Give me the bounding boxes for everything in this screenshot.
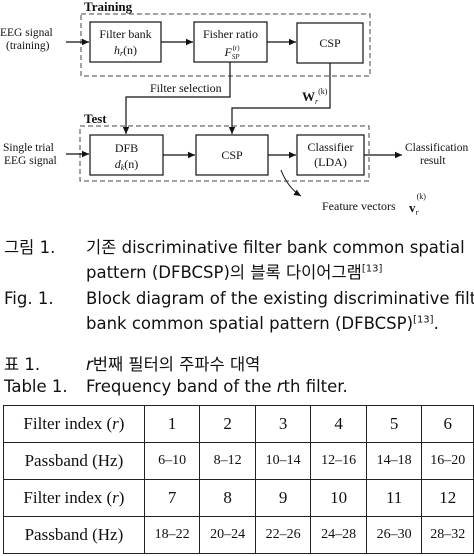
figure-caption-english-prefix: Fig. 1. [4, 289, 54, 308]
training-input-label: EEG signal [0, 27, 53, 39]
filter-index-cell: 9 [254, 479, 312, 517]
filter-selection-label: Filter selection [150, 81, 222, 95]
table-row: Passband (Hz) 6–10 8–12 10–14 12–16 14–1… [3, 442, 474, 480]
figure-caption-korean-line1: 기존 discriminative filter bank common spa… [86, 238, 465, 257]
fisher-ratio-symbol: FSP(r) [223, 44, 240, 61]
classifier-sublabel: (LDA) [314, 155, 347, 169]
dfb-label: DFB [115, 141, 138, 155]
row-label-filter-index: Filter index (r) [3, 479, 145, 517]
training-group-label: Training [84, 0, 133, 14]
feature-vectors-label: Feature vectors [322, 199, 396, 213]
passband-cell: 20–24 [199, 516, 256, 554]
row-label-passband: Passband (Hz) [3, 516, 145, 554]
passband-cell: 22–26 [254, 516, 312, 554]
output-label: Classification [405, 142, 468, 154]
figure-caption-korean-prefix: 그림 1. [4, 238, 56, 257]
filter-index-cell: 2 [199, 405, 256, 443]
frequency-band-table: Filter index (r) 1 2 3 4 5 6 Passband (H… [3, 405, 474, 554]
filter-index-cell: 11 [365, 479, 423, 517]
passband-cell: 26–30 [365, 516, 423, 554]
figure-caption-korean-line2: pattern (DFBCSP)의 블록 다이어그램[13] [86, 259, 382, 283]
filter-bank-label: Filter bank [99, 27, 151, 41]
passband-cell: 16–20 [421, 442, 474, 480]
filter-index-cell: 1 [143, 405, 201, 443]
classifier-block [296, 134, 365, 176]
feature-vector-arrow [280, 169, 302, 197]
passband-cell: 10–14 [254, 442, 312, 480]
test-input-sublabel: EEG signal [4, 155, 57, 167]
passband-cell: 24–28 [310, 516, 367, 554]
classifier-label: Classifier [308, 140, 354, 154]
figure-caption-korean-text: pattern (DFBCSP)의 블록 다이어그램 [86, 263, 362, 282]
filter-index-cell: 5 [365, 405, 423, 443]
csp-training-label: CSP [319, 36, 341, 50]
training-group-box [80, 13, 371, 77]
weight-arrow [228, 63, 331, 134]
filter-index-cell: 7 [143, 479, 201, 517]
table-caption-english-prefix: Table 1. [4, 377, 68, 396]
table-row: Passband (Hz) 18–22 20–24 22–26 24–28 26… [3, 516, 474, 554]
test-input-label: Single trial [3, 142, 54, 154]
dfb-block [89, 134, 164, 176]
passband-cell: 6–10 [143, 442, 201, 480]
table-caption-korean: r번째 필터의 주파수 대역 [86, 355, 261, 374]
figure-caption-english-line2: bank common spatial pattern (DFBCSP)[13]… [86, 314, 439, 333]
output-sublabel: result [420, 155, 446, 167]
feature-vectors-symbol: vr(k) [409, 192, 426, 217]
filter-index-cell: 10 [310, 479, 367, 517]
table-row: Filter index (r) 1 2 3 4 5 6 [3, 405, 474, 443]
filter-index-cell: 12 [421, 479, 474, 517]
figure-caption-english-line1: Block diagram of the existing discrimina… [86, 289, 474, 308]
figure-caption-english-ref: [13] [413, 314, 434, 326]
csp-test-label: CSP [221, 148, 243, 162]
figure-caption-korean-ref: [13] [361, 263, 383, 275]
filter-index-cell: 4 [310, 405, 367, 443]
table-row: Filter index (r) 7 8 9 10 11 12 [3, 479, 474, 517]
training-input-sublabel: (training) [6, 40, 50, 52]
passband-cell: 28–32 [421, 516, 474, 554]
row-label-passband: Passband (Hz) [3, 442, 145, 480]
filter-index-cell: 3 [254, 405, 312, 443]
filter-index-cell: 6 [421, 405, 474, 443]
row-label-filter-index: Filter index (r) [3, 405, 145, 443]
filter-bank-symbol: hr(n) [114, 43, 137, 58]
passband-cell: 14–18 [365, 442, 423, 480]
filter-index-cell: 8 [199, 479, 256, 517]
table-caption-english: Frequency band of the rth filter. [86, 377, 348, 396]
dfb-symbol: dk(n) [115, 157, 139, 172]
table-caption-korean-prefix: 표 1. [4, 355, 41, 374]
passband-cell: 18–22 [143, 516, 201, 554]
filter-selection-arrow [122, 62, 231, 134]
figure-caption-english-text: bank common spatial pattern (DFBCSP) [86, 314, 414, 333]
block-diagram: Training EEG signal (training) Filter ba… [0, 0, 468, 217]
passband-cell: 8–12 [199, 442, 256, 480]
fisher-ratio-label: Fisher ratio [203, 27, 258, 41]
test-group-label: Test [84, 111, 107, 126]
weight-label: Wr(k) [302, 87, 328, 106]
passband-cell: 12–16 [310, 442, 367, 480]
